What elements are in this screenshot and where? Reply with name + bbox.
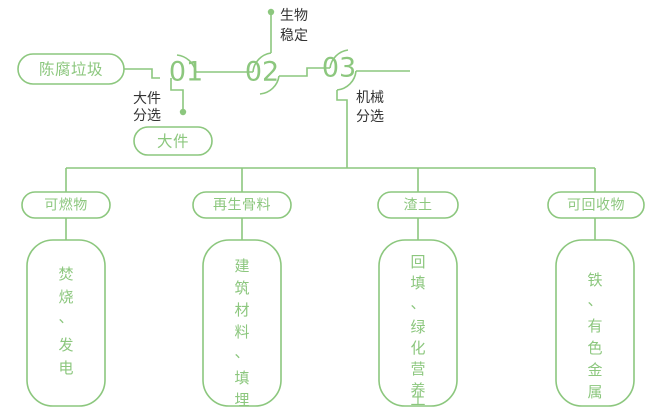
node-source[interactable]: 陈腐垃圾 [17,53,125,85]
output-pill-1[interactable]: 可燃物 [21,191,111,219]
output-box-3[interactable]: 回 填 、 绿 化 营 养 土 [378,239,458,408]
output-branch-1: 可燃物 焚 烧 、 发 电 [21,191,111,407]
source-pill-label: 陈腐垃圾 [39,61,103,79]
output-box-4-char-4: 色 [587,339,602,357]
step-03-caption-line2: 分选 [356,109,384,125]
output-box-2-char-2: 筑 [234,279,249,297]
output-pill-4[interactable]: 可回收物 [547,191,645,219]
connector-trunk-to-distribution-bar [336,90,348,168]
step-01-arc-top [176,54,197,73]
step-03-arc-bottom [336,70,357,91]
output-box-3-char-7: 养 [410,381,425,399]
output-box-4-char-2: 、 [587,291,602,309]
output-box-2-char-5: 、 [234,343,249,361]
output-box-4-char-3: 有 [587,317,602,335]
step-01-caption-line2: 分选 [133,108,161,124]
output-box-4-shape [555,239,635,407]
output-box-4-char-5: 金 [587,361,602,379]
output-box-1-char-1: 焚 [58,265,73,283]
output-box-3-char-8: 土 [410,390,425,408]
output-box-2-char-3: 材 [234,301,249,319]
output-pill-4-shape [547,191,645,219]
connector-source-to-step-01 [124,68,160,79]
output-box-3-char-1: 回 [410,253,425,271]
output-box-3-char-5: 化 [410,339,425,357]
output-box-1-char-5: 电 [58,359,73,377]
node-large-items[interactable]: 大件 [133,126,213,156]
output-box-1[interactable]: 焚 烧 、 发 电 [26,239,106,407]
step-02-caption-line1: 生物 [280,8,308,24]
output-box-4-char-1: 铁 [587,271,602,289]
step-01-caption-line1: 大件 [133,91,161,107]
output-box-2-char-6: 填 [234,369,249,387]
step-03-number: 03 [322,53,356,84]
large-items-pill-label: 大件 [157,133,189,151]
output-box-1-char-3: 、 [58,308,73,326]
output-branch-3: 渣土 回 填 、 绿 化 营 养 土 [377,191,459,408]
step-02-arc-bottom [259,75,280,95]
output-box-4[interactable]: 铁 、 有 色 金 属 [555,239,635,407]
output-box-2-shape [202,239,282,407]
step-03-arc-top [329,49,349,69]
output-pill-1-label: 可燃物 [44,197,88,214]
step-02-arc-top [252,52,272,73]
output-box-2-char-7: 埋 [234,391,249,409]
output-box-3-shape [378,239,458,407]
step-02-caption-line2: 稳定 [280,28,308,44]
step-03-caption-line1: 机械 [356,90,384,106]
large-items-pill-shape [133,126,213,156]
output-branch-2: 再生骨料 建 筑 材 料 、 填 埋 [192,191,292,409]
output-box-2[interactable]: 建 筑 材 料 、 填 埋 [202,239,282,409]
output-pill-2[interactable]: 再生骨料 [192,191,292,219]
output-pill-3[interactable]: 渣土 [377,191,459,219]
output-pill-4-label: 可回收物 [567,198,625,214]
output-box-3-char-6: 营 [410,360,425,378]
output-pill-2-label: 再生骨料 [213,198,271,214]
output-box-1-char-2: 烧 [58,288,73,306]
output-box-3-char-4: 绿 [410,318,425,336]
step-02-number: 02 [245,57,279,88]
bio-stabilization-dot [267,8,275,16]
connector-step-01-to-large-items [170,78,184,110]
output-pill-3-label: 渣土 [404,198,433,214]
output-box-4-char-6: 属 [587,383,602,401]
output-box-3-char-2: 填 [410,274,425,292]
connector-step-02-to-03 [279,67,330,77]
output-branch-4: 可回收物 铁 、 有 色 金 属 [547,191,645,407]
output-box-3-char-3: 、 [410,294,425,312]
large-items-branch-dot [179,108,187,116]
output-box-2-char-4: 料 [234,323,249,341]
output-box-1-char-4: 发 [58,336,73,354]
output-box-1-shape [26,239,106,407]
output-box-2-char-1: 建 [234,257,249,275]
